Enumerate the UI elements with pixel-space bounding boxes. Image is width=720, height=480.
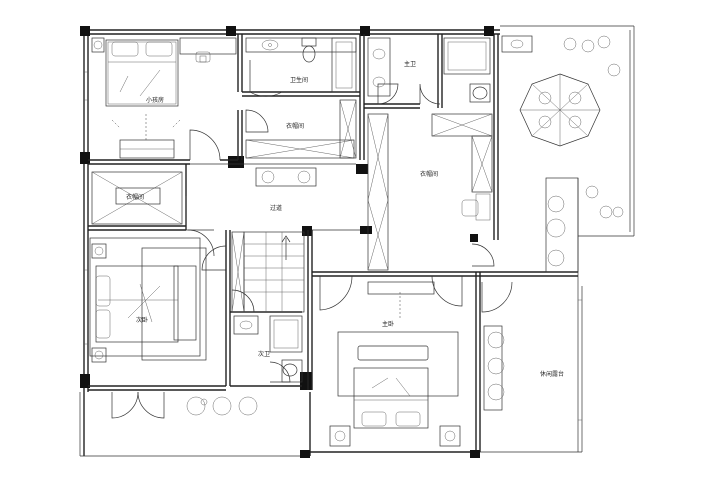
corridor: 过道 <box>255 167 317 212</box>
top-balcony <box>501 35 624 273</box>
room-label-bathroom-1: 卫生间 <box>290 76 308 84</box>
room-label-closet-1: 衣帽间 <box>286 122 304 130</box>
windows <box>84 71 582 421</box>
room-label-small-bedroom: 小孩房 <box>146 96 164 104</box>
bath-2: 主卫 <box>367 37 491 103</box>
outer-walls <box>79 25 635 457</box>
room-label-master-bedroom: 主卧 <box>382 320 394 328</box>
room-label-corridor: 过道 <box>270 204 282 212</box>
closet-1: 衣帽间 <box>245 99 357 159</box>
master-bedroom: 主卧 <box>329 281 461 447</box>
room-label-second-bedroom-1: 次卧 <box>136 316 148 324</box>
closet-3: 衣帽间 <box>91 171 183 225</box>
room-label-closet-3: 衣帽间 <box>126 193 144 201</box>
leisure-balcony: 休闲露台 <box>483 325 564 411</box>
room-label-bath-3: 次卫 <box>258 350 270 358</box>
bathroom-1: 卫生间 <box>245 37 357 93</box>
staircase <box>231 231 305 313</box>
small-bedroom: 小孩房 <box>91 37 237 159</box>
interior-walls <box>88 34 578 391</box>
bath-3: 次卫 <box>233 315 303 383</box>
room-label-bath-2: 主卫 <box>404 60 416 68</box>
room-label-closet-2: 衣帽间 <box>420 170 438 178</box>
second-bedroom-1: 次卧 <box>89 237 207 363</box>
room-label-balcony: 休闲露台 <box>540 370 564 378</box>
structural-columns <box>80 26 494 458</box>
bottom-balcony <box>186 396 258 416</box>
closet-2: 衣帽间 <box>367 113 493 271</box>
